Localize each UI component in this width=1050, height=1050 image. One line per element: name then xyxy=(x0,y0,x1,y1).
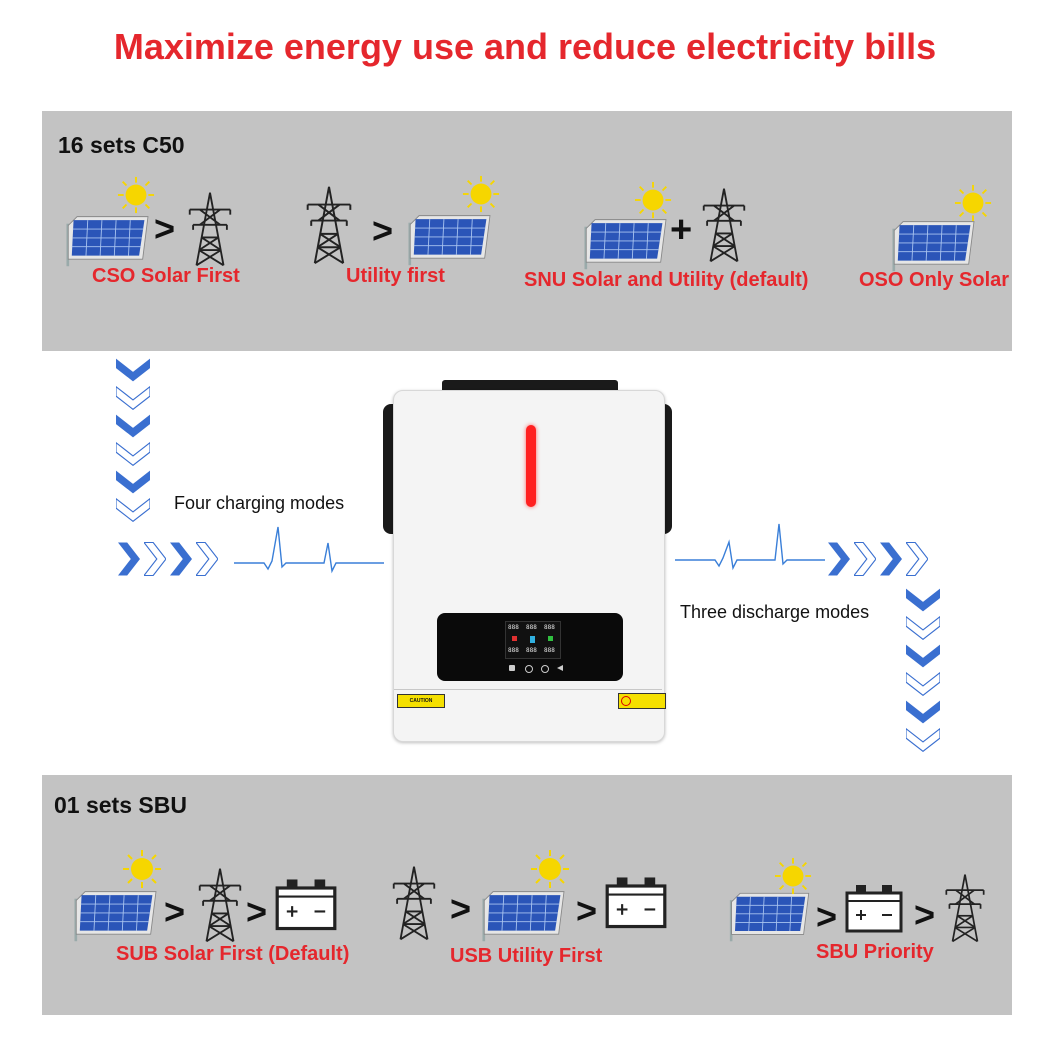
power-tower-icon xyxy=(388,865,440,941)
mode-label: SBU Priority xyxy=(816,941,934,963)
lcd-readout: 888 xyxy=(508,624,519,631)
greater-than-icon: > xyxy=(164,891,186,932)
body-seam xyxy=(394,689,662,690)
chevron-down-icon xyxy=(906,700,940,724)
down-button-icon xyxy=(541,665,549,673)
plus-icon: + xyxy=(670,209,693,251)
charging-flow-arrows xyxy=(116,358,152,528)
greater-than-icon: > xyxy=(816,896,838,937)
power-tower-icon xyxy=(184,191,236,267)
discharge-flow-arrows xyxy=(906,588,942,758)
greater-than-icon: > xyxy=(576,890,598,931)
panel-heading: 16 sets C50 xyxy=(58,132,185,158)
power-tower-icon xyxy=(698,187,750,263)
mode-snu: + SNU Solar and Utility (default) xyxy=(522,171,842,296)
greater-than-icon: > xyxy=(372,210,394,251)
enter-button-icon xyxy=(557,665,563,671)
mode-oso: OSO Only Solar xyxy=(854,171,1012,296)
lcd-indicator xyxy=(512,636,517,641)
menu-button-icon xyxy=(509,665,515,671)
chevron-down-icon xyxy=(906,588,940,612)
caution-label: CAUTION xyxy=(397,694,445,708)
no-symbol-icon xyxy=(621,696,631,706)
charging-caption: Four charging modes xyxy=(174,493,345,513)
mode-label: OSO Only Solar xyxy=(859,269,1010,291)
mode-cso: > CSO Solar First xyxy=(62,171,282,291)
chevron-right-icon xyxy=(170,542,192,576)
chevron-down-icon xyxy=(906,616,940,640)
chevron-down-icon xyxy=(906,644,940,668)
discharge-caption: Three discharge modes xyxy=(680,602,870,622)
chevron-right-icon xyxy=(118,542,140,576)
solar-panel-icon xyxy=(480,881,570,943)
power-tower-icon xyxy=(302,185,356,265)
lcd-indicator xyxy=(548,636,553,641)
mode-sub: > > SUB Solar First (Default) xyxy=(72,847,372,972)
mode-label: Utility first xyxy=(346,265,445,287)
page-title: Maximize energy use and reduce electrici… xyxy=(113,26,937,67)
chevron-down-icon xyxy=(116,414,150,438)
chevron-down-icon xyxy=(116,358,150,382)
lcd-readout: 888 xyxy=(508,647,519,654)
display-panel: 888 888 888 888 888 888 xyxy=(437,613,623,681)
discharge-flow-right-arrows xyxy=(828,542,948,578)
sun-icon xyxy=(954,184,992,222)
sun-icon xyxy=(634,181,672,219)
greater-than-icon: > xyxy=(246,891,268,932)
panel-heading: 01 sets SBU xyxy=(54,792,187,818)
mode-label: CSO Solar First xyxy=(92,265,240,287)
battery-icon xyxy=(274,877,338,931)
sun-icon xyxy=(117,176,155,214)
mode-usb: > > USB Utility First xyxy=(388,847,688,972)
chevron-right-icon xyxy=(880,542,902,576)
charging-flow-right-arrows xyxy=(118,542,238,578)
chevron-down-icon xyxy=(906,672,940,696)
sun-icon xyxy=(774,857,812,895)
mode-utility-first: > Utility first xyxy=(302,171,522,291)
mode-label: SNU Solar and Utility (default) xyxy=(524,269,809,291)
chevron-down-icon xyxy=(116,442,150,466)
power-tower-icon xyxy=(940,873,990,943)
mode-label: USB Utility First xyxy=(450,945,603,967)
charging-modes-panel: 16 sets C50 > CSO Solar First > Utility … xyxy=(42,111,1012,351)
solar-panel-icon xyxy=(72,881,162,943)
greater-than-icon: > xyxy=(154,208,176,249)
chevron-down-icon xyxy=(116,386,150,410)
discharge-modes-panel: 01 sets SBU > > SUB Solar First (Default… xyxy=(42,775,1012,1015)
sun-icon xyxy=(122,849,162,889)
lcd-indicator xyxy=(530,636,535,643)
solar-panel-icon xyxy=(406,205,496,267)
lcd-readout: 888 xyxy=(526,624,537,631)
status-led xyxy=(526,425,536,507)
mode-label: SUB Solar First (Default) xyxy=(116,943,350,965)
mode-sbu: > > SBU Priority xyxy=(728,847,1008,972)
solar-panel-icon xyxy=(64,206,154,268)
warning-sticker xyxy=(618,693,666,709)
pulse-line-icon xyxy=(234,526,384,574)
battery-icon xyxy=(844,883,904,933)
battery-icon xyxy=(604,875,668,929)
chevron-right-icon xyxy=(196,542,218,576)
sun-icon xyxy=(530,849,570,889)
chevron-right-icon xyxy=(906,542,928,576)
chevron-right-icon xyxy=(144,542,166,576)
up-button-icon xyxy=(525,665,533,673)
pulse-line-icon xyxy=(675,523,825,571)
lcd-readout: 888 xyxy=(544,624,555,631)
lcd-screen: 888 888 888 888 888 888 xyxy=(505,621,561,659)
chevron-down-icon xyxy=(116,498,150,522)
lcd-readout: 888 xyxy=(526,647,537,654)
greater-than-icon: > xyxy=(450,888,472,929)
greater-than-icon: > xyxy=(914,894,936,935)
chevron-down-icon xyxy=(906,728,940,752)
chevron-down-icon xyxy=(116,470,150,494)
chevron-right-icon xyxy=(828,542,850,576)
chevron-right-icon xyxy=(854,542,876,576)
lcd-readout: 888 xyxy=(544,647,555,654)
inverter-image: 888 888 888 888 888 888 CAUTION xyxy=(380,380,675,742)
power-tower-icon xyxy=(194,867,246,943)
sun-icon xyxy=(462,175,500,213)
